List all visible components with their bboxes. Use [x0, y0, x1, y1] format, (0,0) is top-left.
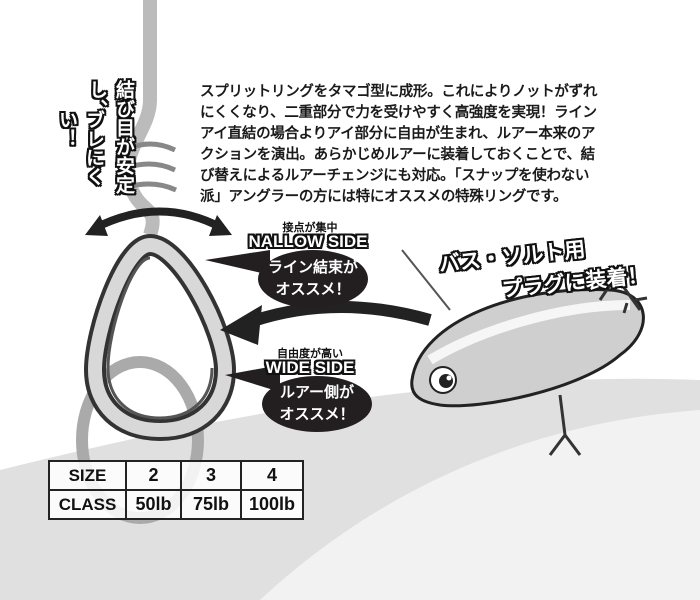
wide-line2: オススメ！: [279, 405, 355, 423]
description-line: び替えによるルアーチェンジにも対応。「スナップを使わない: [200, 168, 590, 184]
table-row: CLASS 50lb 75lb 100lb: [48, 489, 304, 520]
description-line: スプリットリングをタマゴ型に成形。これによりノットがずれ: [200, 84, 598, 100]
lure-line: [401, 249, 451, 311]
direction-arrow-icon: [248, 301, 432, 328]
callout-col1: 結び目が安定し、: [86, 80, 135, 194]
narrow-line2: オススメ！: [275, 280, 351, 298]
spec-table: SIZE 2 3 4 CLASS 50lb 75lb 100lb: [48, 460, 304, 520]
swoosh-highlight: [260, 410, 700, 600]
rotation-arrow-icon: [93, 207, 224, 232]
class-label: CLASS: [48, 489, 127, 520]
wide-line1: ルアー側が: [279, 383, 355, 401]
description-line: にくくなり、二重部分で力を受けやすく高強度を実現！ライン: [200, 105, 597, 121]
product-description: スプリットリングをタマゴ型に成形。これによりノットがずれ にくくなり、二重部分で…: [200, 82, 690, 208]
class-cell: 100lb: [240, 489, 304, 520]
callout-col2: ブレにくい！: [56, 110, 105, 186]
wide-side-bubble: ルアー側が オススメ！: [262, 376, 372, 432]
size-cell: 3: [180, 460, 242, 491]
knot: [117, 141, 178, 193]
description-line: アイ直結の場合よりアイ部分に自由が生まれ、ルアー本来のア: [200, 126, 596, 142]
wide-title: WIDE SIDE: [265, 358, 355, 377]
size-label: SIZE: [48, 460, 127, 491]
table-row: SIZE 2 3 4: [48, 460, 304, 491]
narrow-caption: 接点が集中: [282, 221, 338, 234]
narrow-side-bubble: ライン結束が オススメ！: [258, 250, 368, 308]
class-cell: 50lb: [125, 489, 182, 520]
description-line: クションを演出。あらかじめルアーに装着しておくことで、結: [200, 147, 595, 163]
lure-icon: [410, 268, 648, 456]
description-line: 派」アングラーの方には特にオススメの特殊リングです。: [200, 189, 568, 205]
wide-caption: 自由度が高い: [277, 347, 343, 360]
size-cell: 2: [125, 460, 182, 491]
class-cell: 75lb: [180, 489, 242, 520]
narrow-title: NALLOW SIDE: [248, 232, 368, 251]
size-cell: 4: [240, 460, 304, 491]
narrow-line1: ライン結束が: [267, 258, 358, 276]
knot-stability-callout: 結び目が安定し、 ブレにくい！: [32, 78, 135, 218]
